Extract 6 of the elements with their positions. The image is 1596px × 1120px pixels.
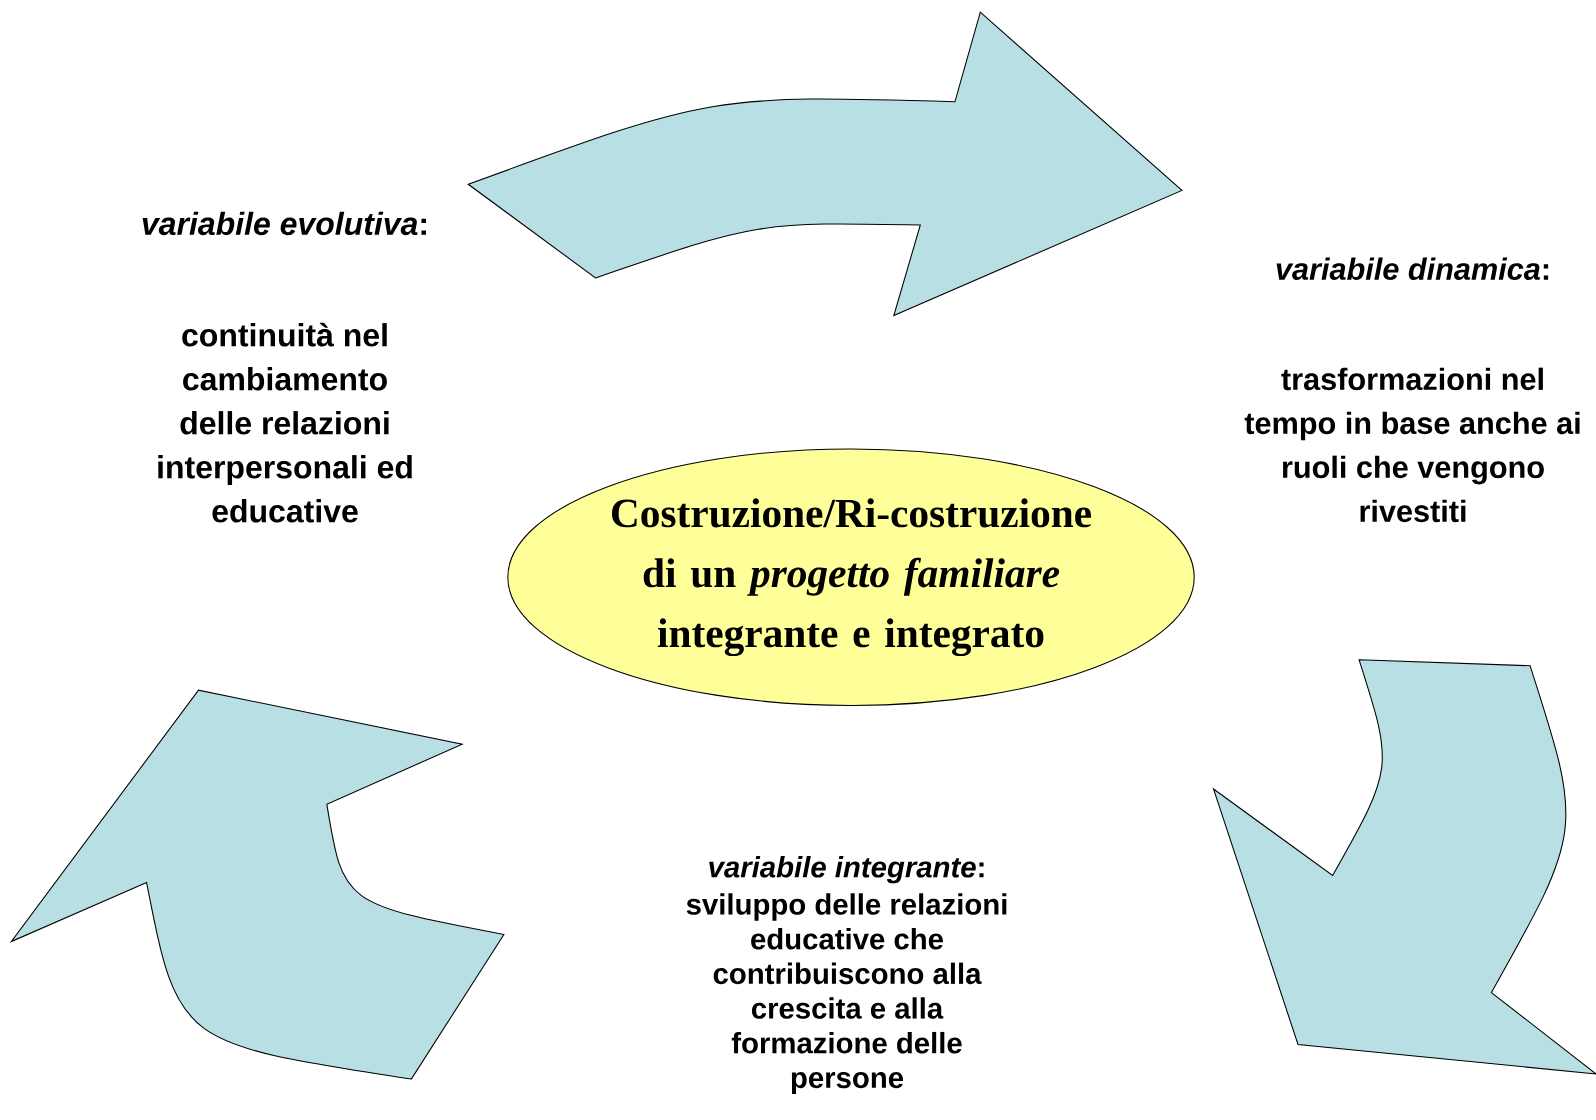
block-arrow: [10, 689, 505, 1080]
block-arrow: [1212, 659, 1596, 1075]
block-arrow: [467, 11, 1183, 317]
variable-text: variabile evolutiva: continuità nel cambiamento delle relazioni interpersonali ed educative: [142, 211, 426, 523]
variable-text: variabile dinamica: trasformazioni nel tempo in base anche ai ruoli che vengono rivestiti: [1244, 257, 1580, 523]
variable-text: variabile integrante: sviluppo delle relazioni educative che contribuiscono alla crescita e alla formazione delle persone: [686, 856, 1007, 1094]
